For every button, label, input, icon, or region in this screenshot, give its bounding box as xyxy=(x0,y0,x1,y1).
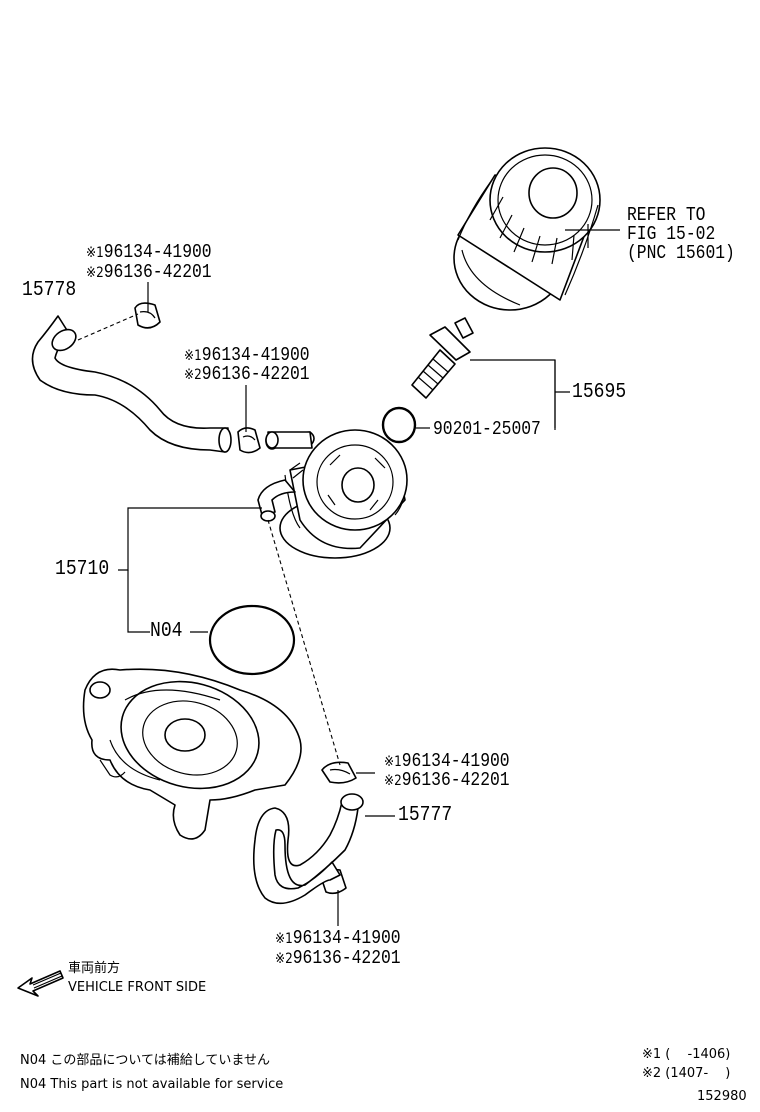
part-label-15710[interactable]: 15710 xyxy=(55,558,110,581)
clamp-label-lower-right-1[interactable]: ※196134-41900 xyxy=(384,750,510,772)
hose-upper[interactable] xyxy=(31,315,232,453)
part-label-15695[interactable]: 15695 xyxy=(572,381,627,404)
clamp-label-lower-right-2[interactable]: ※296136-42201 xyxy=(384,769,510,791)
hose-lower[interactable] xyxy=(252,793,364,905)
oil-filter[interactable] xyxy=(453,147,601,311)
part-label-15778[interactable]: 15778 xyxy=(22,279,77,302)
applicability-2: ※2 (1407- ) xyxy=(642,1066,731,1081)
applicability-1: ※1 ( -1406) xyxy=(642,1047,731,1062)
part-label-90201[interactable]: 90201-25007 xyxy=(433,418,541,440)
note-jp: N04 この部品については補給していません xyxy=(20,1053,270,1068)
refer-line-3: (PNC 15601) xyxy=(627,242,735,264)
refer-line-1: REFER TO xyxy=(627,204,706,226)
clamp-label-bottom-2[interactable]: ※296136-42201 xyxy=(275,947,401,969)
note-en: N04 This part is not available for servi… xyxy=(20,1077,284,1092)
clamp-middle[interactable] xyxy=(237,427,261,454)
clamp-label-top-left-2[interactable]: ※296136-42201 xyxy=(86,261,212,283)
front-side-jp: 車両前方 xyxy=(68,961,121,976)
leader-lines xyxy=(118,229,620,926)
clamp-label-middle-1[interactable]: ※196134-41900 xyxy=(184,344,310,366)
hose-short[interactable] xyxy=(265,431,313,449)
union-bolt[interactable] xyxy=(411,317,474,399)
front-arrow-icon xyxy=(17,970,64,997)
part-label-15777[interactable]: 15777 xyxy=(398,804,453,827)
clamp-label-bottom-1[interactable]: ※196134-41900 xyxy=(275,927,401,949)
clamp-upper-left[interactable] xyxy=(134,302,161,329)
front-side-en: VEHICLE FRONT SIDE xyxy=(68,980,207,995)
clamp-lower-right[interactable] xyxy=(321,761,357,784)
n04-ring xyxy=(208,604,296,676)
clamp-label-top-left-1[interactable]: ※196134-41900 xyxy=(86,241,212,263)
engine-housing xyxy=(82,668,302,840)
refer-line-2: FIG 15-02 xyxy=(627,223,716,245)
gasket-ring[interactable] xyxy=(381,406,417,444)
part-label-n04[interactable]: N04 xyxy=(150,620,183,643)
figure-id: 152980 xyxy=(697,1089,747,1104)
clamp-label-middle-2[interactable]: ※296136-42201 xyxy=(184,363,310,385)
oil-cooler[interactable] xyxy=(257,429,408,559)
